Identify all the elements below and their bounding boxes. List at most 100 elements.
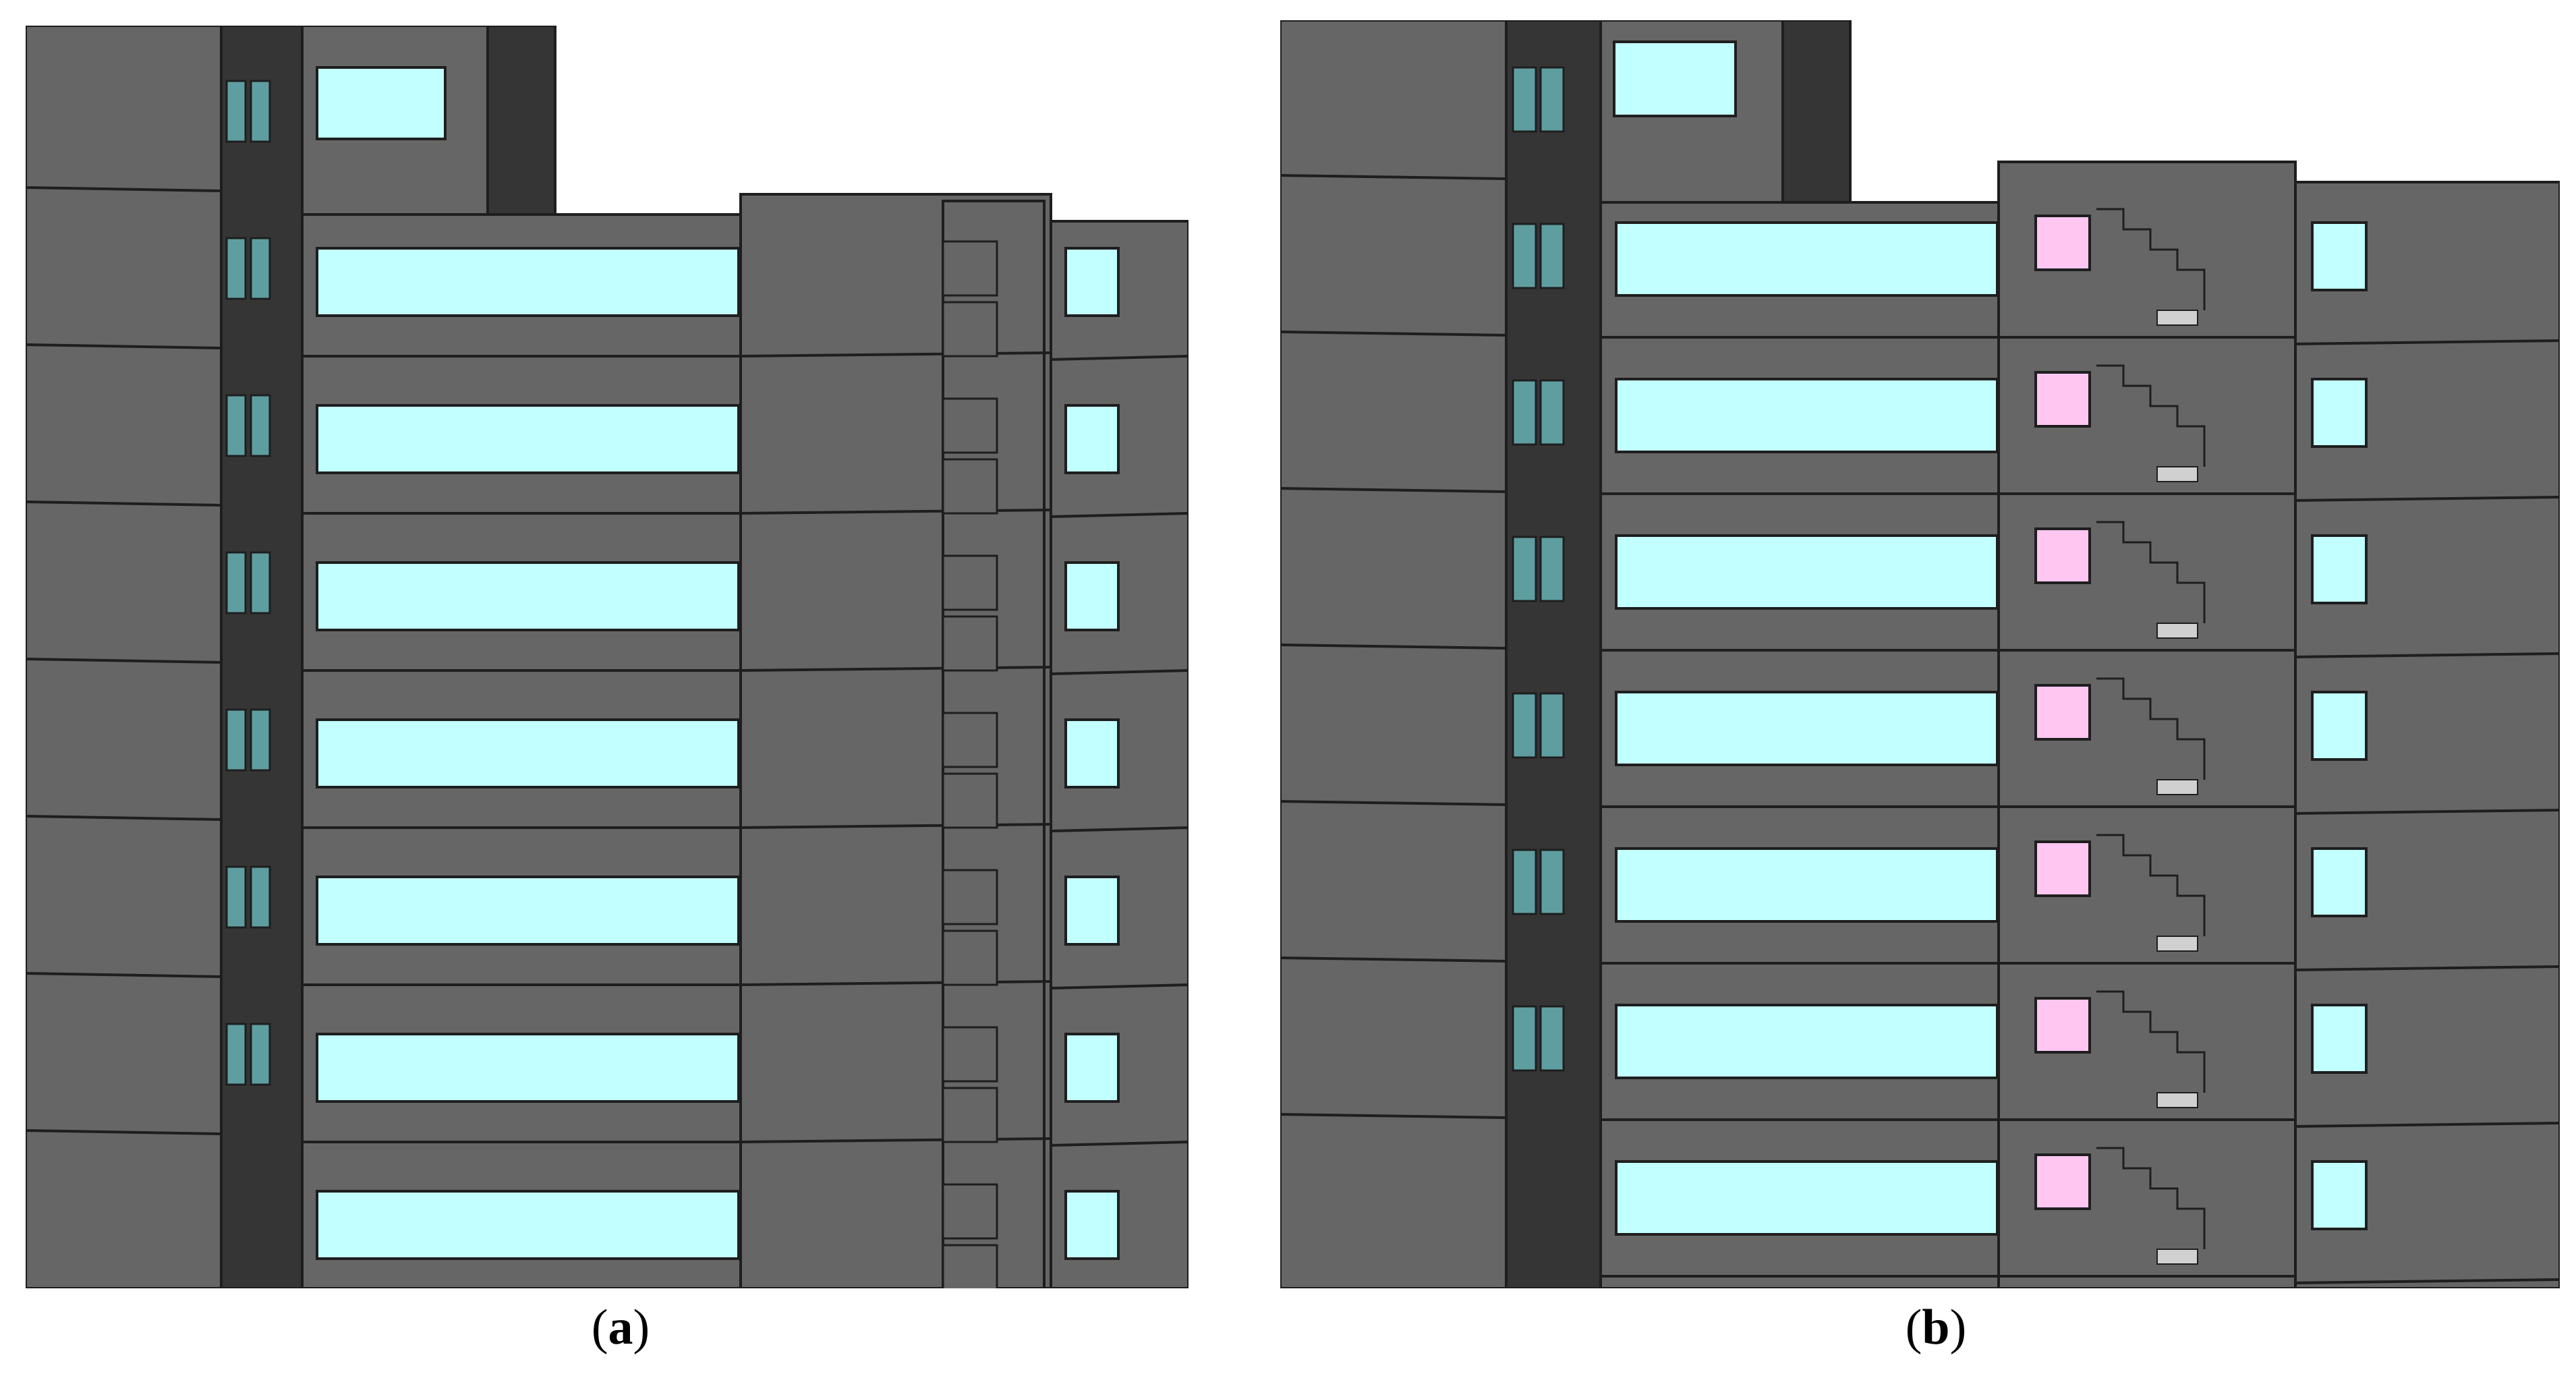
- stair-landing-window: [2034, 371, 2091, 428]
- stair-landing-window: [2034, 1153, 2091, 1210]
- far-right-floor-line: [2295, 1122, 2560, 1128]
- building-render-panel-a: [26, 26, 1189, 1288]
- stair-vent: [2156, 779, 2198, 795]
- building-facade-render-a: [26, 26, 1189, 1288]
- left-wing-floor-line: [1280, 331, 1507, 337]
- far-right-floor-line: [1050, 355, 1189, 361]
- far-right-window: [1064, 876, 1120, 946]
- shaft-window-right: [1539, 66, 1565, 133]
- right-block-floor-line: [740, 351, 1052, 357]
- shaft-window-left: [225, 80, 247, 143]
- right-block-small-panel: [942, 1183, 998, 1240]
- shaft-window-left: [225, 865, 247, 929]
- left-wing-floor-line: [1280, 643, 1507, 650]
- stair-landing-window: [2034, 684, 2091, 741]
- building-facade-render-b: [1280, 20, 2560, 1288]
- right-block-small-panel: [942, 1026, 998, 1083]
- shaft-window-right: [250, 237, 271, 300]
- upper-tower-side: [1781, 20, 1852, 224]
- caption-b-close-paren: ): [1949, 1300, 1967, 1355]
- stair-landing-window: [2034, 527, 2091, 584]
- stair-landing-window: [2034, 840, 2091, 897]
- far-right-floor-line: [2295, 965, 2560, 971]
- far-right-window: [1064, 561, 1120, 631]
- right-block-floor-line: [740, 823, 1052, 829]
- right-block-small-panel: [942, 1244, 998, 1288]
- right-block-small-panel: [942, 615, 998, 672]
- far-right-floor-line: [1050, 669, 1189, 675]
- main-ribbon-window: [316, 561, 740, 631]
- far-right-window: [2311, 847, 2368, 917]
- shaft-window-left: [225, 551, 247, 614]
- left-wing-floor-line: [26, 658, 222, 664]
- shaft-window-right: [250, 80, 271, 143]
- right-block-floor-line: [740, 666, 1052, 672]
- shaft-window-left: [1512, 849, 1537, 915]
- far-right-window: [2311, 534, 2368, 604]
- right-block-floor-line: [740, 980, 1052, 986]
- right-block-small-panel: [942, 554, 998, 611]
- shaft-window-left: [1512, 692, 1537, 759]
- shaft-window-right: [1539, 536, 1565, 602]
- far-right-floor-line: [1050, 1141, 1189, 1147]
- main-ribbon-window: [1615, 847, 1999, 923]
- far-right-window: [1064, 1033, 1120, 1103]
- stair-landing-window: [2034, 997, 2091, 1054]
- main-ribbon-window: [316, 247, 740, 317]
- shaft-window-right: [1539, 1005, 1565, 1072]
- stair-shaft: [220, 26, 304, 1288]
- building-render-panel-b: [1280, 20, 2560, 1288]
- right-block-small-panel: [942, 240, 998, 297]
- left-wing-floor-line: [26, 343, 222, 349]
- far-right-window: [1064, 404, 1120, 474]
- left-wing-floor-line: [1280, 487, 1507, 493]
- caption-b-open-paren: (: [1905, 1300, 1922, 1355]
- stair-shaft: [1505, 20, 1602, 1288]
- far-right-floor-line: [1050, 512, 1189, 518]
- right-block-small-panel: [942, 458, 998, 515]
- upper-tower-side: [486, 26, 556, 229]
- right-block-small-panel: [942, 301, 998, 357]
- right-block-small-panel: [942, 397, 998, 454]
- main-ribbon-window: [1615, 1160, 1999, 1236]
- shaft-window-right: [250, 865, 271, 929]
- far-right-window: [2311, 691, 2368, 761]
- far-right-floor-line: [2295, 652, 2560, 658]
- far-right-window: [2311, 1004, 2368, 1074]
- shaft-window-left: [1512, 66, 1537, 133]
- main-ribbon-window: [316, 876, 740, 946]
- main-ribbon-window: [1615, 691, 1999, 766]
- far-right-window: [2311, 378, 2368, 448]
- far-right-floor-line: [2295, 809, 2560, 815]
- far-right-window: [2311, 221, 2368, 291]
- shaft-window-right: [250, 394, 271, 457]
- left-wing-floor-line: [26, 500, 222, 507]
- shaft-window-right: [1539, 223, 1565, 289]
- far-right-floor-line: [2295, 339, 2560, 345]
- main-ribbon-window: [316, 404, 740, 474]
- stair-stringer: [2096, 208, 2206, 310]
- main-ribbon-window: [316, 1190, 740, 1260]
- left-wing-wall: [26, 26, 223, 1288]
- stair-vent: [2156, 936, 2198, 952]
- stair-vent: [2156, 466, 2198, 482]
- stair-stringer: [2096, 1147, 2206, 1249]
- stair-stringer: [2096, 677, 2206, 780]
- left-wing-floor-line: [1280, 174, 1507, 180]
- tower-window: [1613, 40, 1737, 117]
- shaft-window-left: [1512, 379, 1537, 446]
- caption-a-open-paren: (: [591, 1300, 608, 1355]
- main-ribbon-window: [1615, 1004, 1999, 1079]
- main-ribbon-window: [316, 718, 740, 789]
- far-right-window: [2311, 1160, 2368, 1230]
- right-block-small-panel: [942, 869, 998, 925]
- left-wing-floor-line: [26, 186, 222, 192]
- main-ribbon-window: [1615, 534, 1999, 610]
- far-right-floor-line: [1050, 826, 1189, 832]
- left-wing-floor-line: [1280, 956, 1507, 963]
- left-wing-floor-line: [26, 815, 222, 821]
- stair-stringer: [2096, 834, 2206, 936]
- shaft-window-left: [1512, 536, 1537, 602]
- stair-stringer: [2096, 521, 2206, 623]
- caption-a-letter: a: [608, 1300, 633, 1355]
